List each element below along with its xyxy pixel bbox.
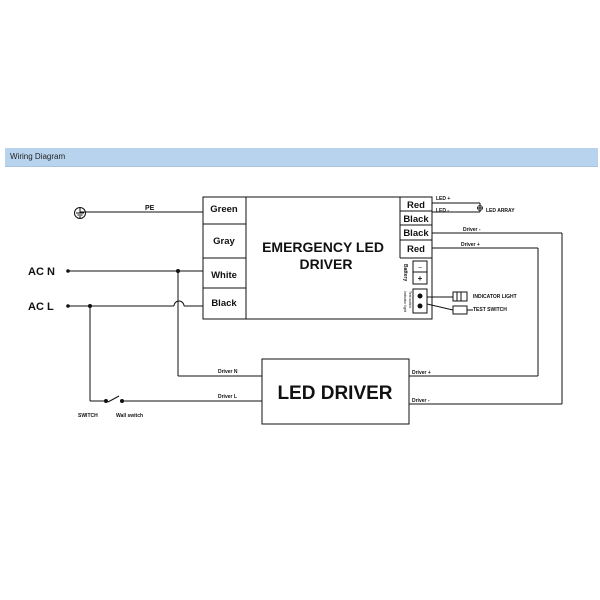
driver-l-label: Driver L (218, 394, 237, 400)
test-switch-label: Test switch (408, 291, 412, 308)
terminal-black: Black (211, 298, 237, 309)
battery-plus: + (418, 274, 423, 283)
indicator-connector (412, 288, 428, 314)
terminal-red-1: Red (407, 200, 425, 211)
indicator-light-icon (452, 291, 468, 302)
driver-minus-out-label: Driver - (412, 398, 430, 404)
test-switch-icon (452, 305, 473, 315)
terminal-red-2: Red (407, 244, 425, 255)
terminal-black-2: Black (403, 228, 429, 239)
driver-plus-label: Driver + (461, 242, 480, 248)
switch-label: SWITCH (78, 413, 98, 419)
led-driver-box (261, 358, 410, 425)
pe-label: PE (145, 205, 155, 212)
terminal-black-1: Black (403, 214, 429, 225)
terminal-gray: Gray (213, 236, 235, 247)
terminal-white: White (211, 270, 237, 281)
section-header: Wiring Diagram (5, 148, 598, 167)
switch-blade (107, 395, 120, 403)
section-title: Wiring Diagram (10, 152, 66, 161)
indicator-light-label: INDICATOR LIGHT (473, 294, 517, 300)
emergency-driver-title-1: EMERGENCY LED (262, 239, 384, 255)
terminal-green: Green (210, 204, 238, 215)
led-array-icon (477, 205, 483, 211)
driver-n-label: Driver N (218, 369, 238, 375)
battery-label: Battery (402, 264, 408, 281)
ac-l-label: AC L (28, 301, 54, 313)
battery-minus: − (418, 265, 422, 272)
led-driver-title: LED DRIVER (277, 383, 392, 404)
test-switch-output-label: TEST SWITCH (473, 307, 507, 313)
led-minus-label: LED - (436, 208, 449, 214)
emergency-driver-title-2: DRIVER (300, 256, 353, 272)
driver-plus-out-label: Driver + (412, 370, 431, 376)
led-plus-label: LED + (436, 196, 450, 202)
indicator-label: Indicator light (403, 291, 407, 312)
wall-switch-label: Wall switch (116, 413, 143, 419)
led-array-label: LED ARRAY (486, 208, 515, 214)
driver-minus-label: Driver - (463, 227, 481, 233)
ac-n-label: AC N (28, 266, 55, 278)
